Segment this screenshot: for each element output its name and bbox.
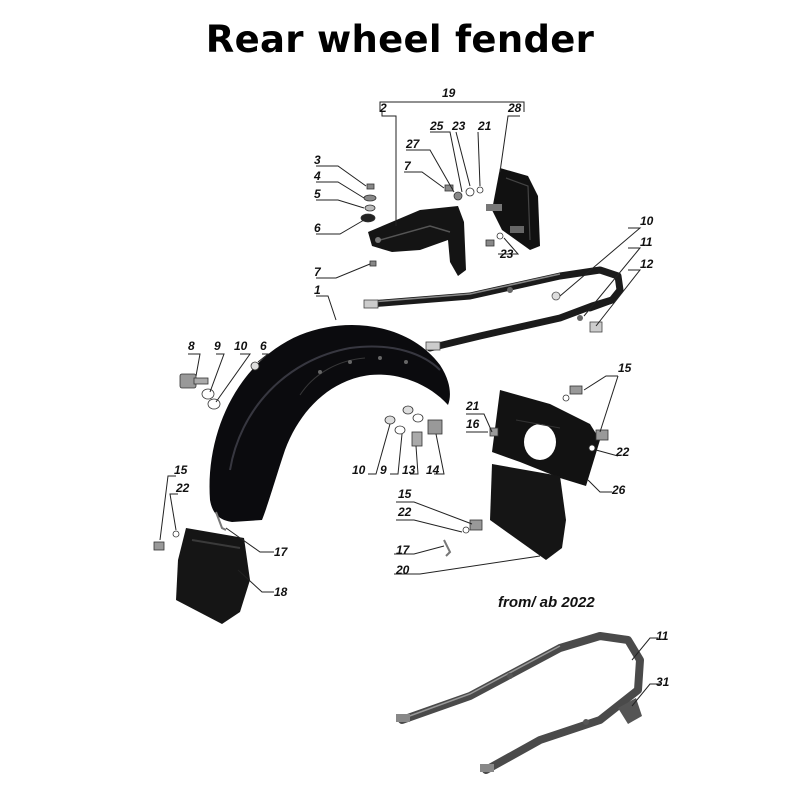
mud-flap-left-part	[176, 528, 250, 624]
callout-16: 16	[466, 417, 480, 431]
callout-28: 28	[507, 101, 522, 115]
callout-8: 8	[188, 339, 195, 353]
callout-labels: 19 2 28 25 23 21 27 7 3 4 5 6 23 10 11 1…	[174, 86, 670, 689]
plate-holder-part	[486, 168, 540, 250]
callout-14: 14	[426, 463, 440, 477]
mud-flap-right-part	[490, 464, 566, 560]
mounting-plate-part	[492, 390, 600, 486]
model-year-note: from/ ab 2022	[498, 594, 595, 611]
callout-27: 27	[405, 137, 421, 151]
callout-12: 12	[640, 257, 654, 271]
callout-11: 11	[640, 235, 653, 249]
callout-17: 17	[274, 545, 289, 559]
leader-lines	[159, 101, 660, 707]
rear-fender-part	[209, 325, 450, 522]
callout-6-left: 6	[260, 339, 267, 353]
callout-10: 10	[640, 214, 654, 228]
callout-1: 1	[314, 283, 321, 297]
rear-rail-part	[363, 266, 624, 352]
fender-bracket-part	[368, 206, 466, 276]
callout-15-mid: 15	[398, 487, 412, 501]
callout-3: 3	[314, 153, 321, 167]
callout-7-lower: 7	[314, 265, 322, 279]
callout-19: 19	[442, 86, 456, 100]
callout-26: 26	[611, 483, 626, 497]
page-title: Rear wheel fender	[205, 18, 595, 61]
callout-22-left: 22	[175, 481, 190, 495]
callout-6: 6	[314, 221, 321, 235]
fender-bolt-set	[179, 361, 443, 447]
callout-23-lower: 23	[499, 247, 514, 261]
callout-11-lower: 11	[656, 629, 669, 643]
callout-15-left: 15	[174, 463, 188, 477]
callout-17-mid: 17	[396, 543, 411, 557]
callout-13: 13	[402, 463, 416, 477]
callout-21: 21	[477, 119, 492, 133]
callout-10-left: 10	[234, 339, 248, 353]
callout-18: 18	[274, 585, 288, 599]
rail-2022-part	[396, 632, 644, 774]
flap-hardware	[153, 385, 609, 557]
callout-9-lower: 9	[380, 463, 387, 477]
callout-9: 9	[214, 339, 221, 353]
callout-10-lower: 10	[352, 463, 366, 477]
callout-2: 2	[379, 101, 387, 115]
callout-5: 5	[314, 187, 321, 201]
callout-31: 31	[656, 675, 670, 689]
callout-25: 25	[429, 119, 444, 133]
callout-21-lower: 21	[465, 399, 480, 413]
callout-22: 22	[615, 445, 630, 459]
callout-20: 20	[395, 563, 410, 577]
callout-4: 4	[313, 169, 321, 183]
callout-23: 23	[451, 119, 466, 133]
callout-7: 7	[404, 159, 412, 173]
callout-15: 15	[618, 361, 632, 375]
callout-22-mid: 22	[397, 505, 412, 519]
bracket-hardware	[360, 183, 504, 267]
